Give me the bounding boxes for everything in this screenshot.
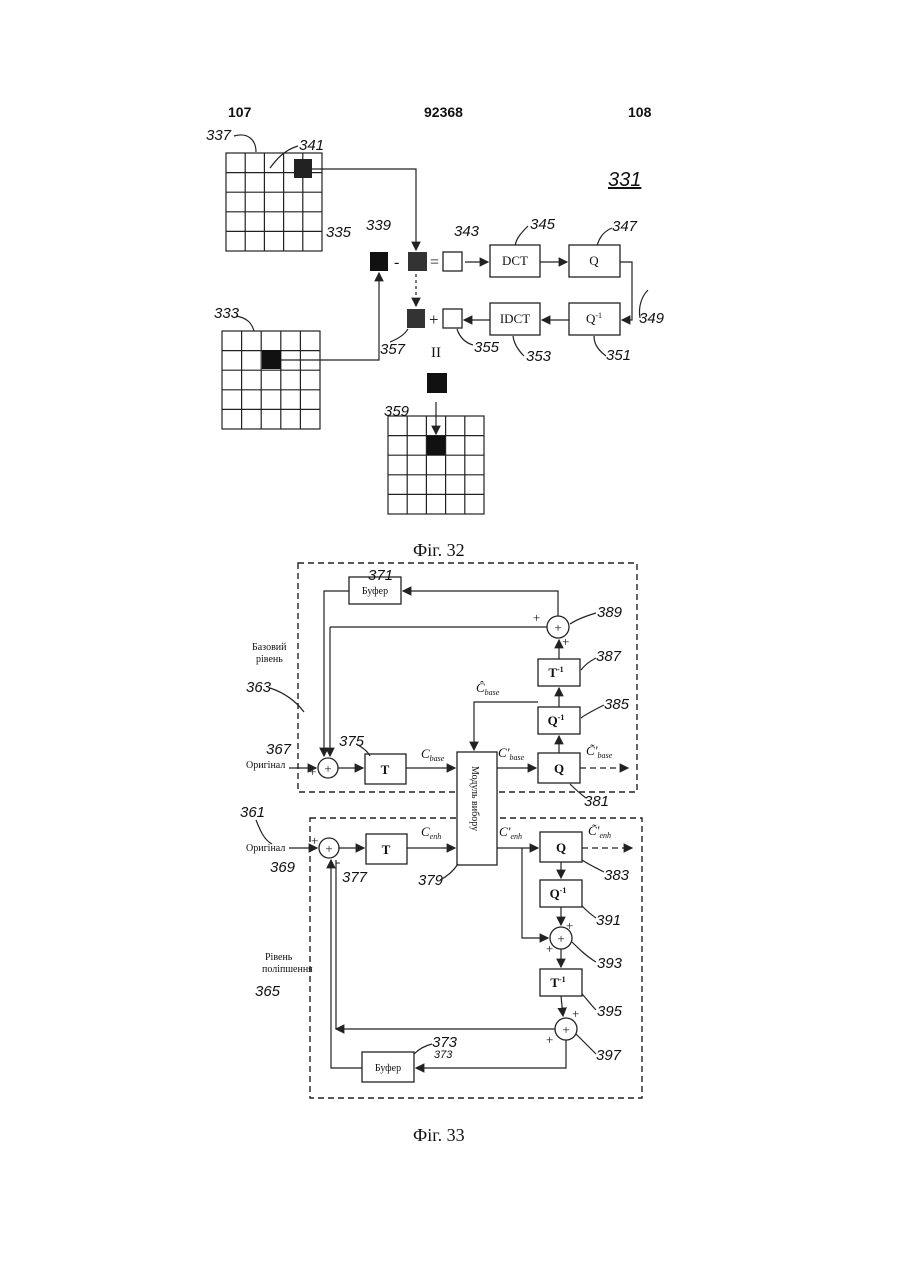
- svg-text:393: 393: [597, 955, 623, 972]
- block-reference: [262, 350, 281, 369]
- svg-text:377: 377: [342, 869, 368, 886]
- svg-text:+: +: [311, 833, 318, 848]
- svg-text:385: 385: [604, 696, 630, 713]
- dct-label: DCT: [502, 253, 528, 268]
- block-355: [443, 309, 462, 328]
- label-345: 345: [530, 216, 556, 233]
- svg-text:C'enh: C'enh: [499, 824, 522, 841]
- svg-text:T: T: [381, 762, 390, 777]
- block-359: [427, 373, 447, 393]
- svg-text:+: +: [572, 1006, 579, 1021]
- svg-text:373: 373: [434, 1049, 453, 1061]
- minus-sign: -: [394, 254, 399, 271]
- svg-text:+: +: [324, 761, 331, 776]
- svg-text:363: 363: [246, 679, 272, 696]
- svg-text:C̃'base: C̃'base: [586, 743, 613, 760]
- svg-text:397: 397: [596, 1047, 622, 1064]
- svg-text:+: +: [325, 841, 332, 856]
- label-351: 351: [606, 347, 631, 364]
- svg-text:Q: Q: [556, 840, 566, 855]
- caption-fig33: Фіг. 33: [413, 1125, 465, 1145]
- svg-text:365: 365: [255, 983, 281, 1000]
- grid-333: [222, 331, 320, 429]
- svg-text:Буфер: Буфер: [362, 586, 388, 597]
- label-331: 331: [608, 169, 641, 191]
- svg-text:C'base: C'base: [498, 745, 525, 762]
- label-335: 335: [326, 224, 352, 241]
- label-343: 343: [454, 223, 480, 240]
- svg-text:387: 387: [596, 648, 622, 665]
- idct-label: IDCT: [500, 311, 530, 326]
- svg-text:Буфер: Буфер: [375, 1063, 401, 1074]
- svg-text:+: +: [557, 931, 564, 946]
- label-original-top: Оригінал: [246, 760, 285, 771]
- svg-text:Ĉbase: Ĉbase: [476, 680, 500, 697]
- svg-text:Cenh: Cenh: [421, 824, 441, 841]
- svg-text:C̃'enh: C̃'enh: [588, 823, 611, 840]
- svg-text:+: +: [566, 918, 573, 933]
- svg-text:383: 383: [604, 867, 630, 884]
- label-355: 355: [474, 339, 500, 356]
- block-335: [370, 252, 388, 271]
- svg-text:Q: Q: [554, 761, 564, 776]
- label-339: 339: [366, 217, 392, 234]
- svg-text:371: 371: [368, 567, 393, 584]
- figure-33: Буфер T T Модуль вибору Q Q-1 T-1 Q Q-1 …: [240, 563, 642, 1145]
- label-341: 341: [299, 137, 324, 154]
- svg-text:+: +: [309, 764, 316, 779]
- label-original-bottom: Оригінал: [246, 843, 285, 854]
- block-357: [407, 309, 425, 328]
- block-341: [294, 159, 312, 178]
- sum-397: +: [555, 1018, 577, 1040]
- svg-text:+: +: [562, 1022, 569, 1037]
- block-339: [408, 252, 427, 271]
- figure-32: 337 341 335 339 343 345 347 349 333 357 …: [206, 127, 665, 560]
- grid-reconstructed: [388, 373, 484, 514]
- svg-text:+: +: [533, 610, 540, 625]
- svg-text:Модуль вибору: Модуль вибору: [469, 766, 480, 831]
- svg-text:389: 389: [597, 604, 623, 621]
- svg-text:+: +: [554, 620, 561, 635]
- sum-367: +: [318, 758, 338, 778]
- svg-text:T: T: [382, 842, 391, 857]
- label-337: 337: [206, 127, 232, 144]
- svg-text:361: 361: [240, 804, 265, 821]
- svg-text:+: +: [546, 941, 553, 956]
- svg-text:395: 395: [597, 1003, 623, 1020]
- svg-text:391: 391: [596, 912, 621, 929]
- equals-sign: =: [430, 254, 439, 271]
- svg-text:379: 379: [418, 872, 444, 889]
- grid-337: [226, 153, 322, 251]
- plus-sign: +: [429, 310, 439, 329]
- svg-text:+: +: [546, 1032, 553, 1047]
- block-residual: [443, 252, 462, 271]
- label-base-layer-2: рівень: [256, 654, 283, 665]
- svg-text:367: 367: [266, 741, 292, 758]
- svg-text:369: 369: [270, 859, 296, 876]
- svg-text:-: -: [336, 854, 340, 869]
- caption-fig32: Фіг. 32: [413, 540, 465, 560]
- svg-text:Cbase: Cbase: [421, 746, 445, 763]
- label-357: 357: [380, 341, 406, 358]
- svg-text:375: 375: [339, 733, 365, 750]
- label-base-layer-1: Базовий: [252, 642, 287, 653]
- svg-text:381: 381: [584, 793, 609, 810]
- label-349: 349: [639, 310, 665, 327]
- label-333: 333: [214, 305, 240, 322]
- q-label: Q: [589, 253, 599, 268]
- label-353: 353: [526, 348, 552, 365]
- svg-text:+: +: [562, 634, 569, 649]
- label-347: 347: [612, 218, 638, 235]
- double-bar: II: [431, 345, 441, 361]
- label-enh-layer-1: Рівень: [265, 952, 293, 963]
- label-359: 359: [384, 403, 410, 420]
- label-enh-layer-2: поліпшення: [262, 964, 313, 975]
